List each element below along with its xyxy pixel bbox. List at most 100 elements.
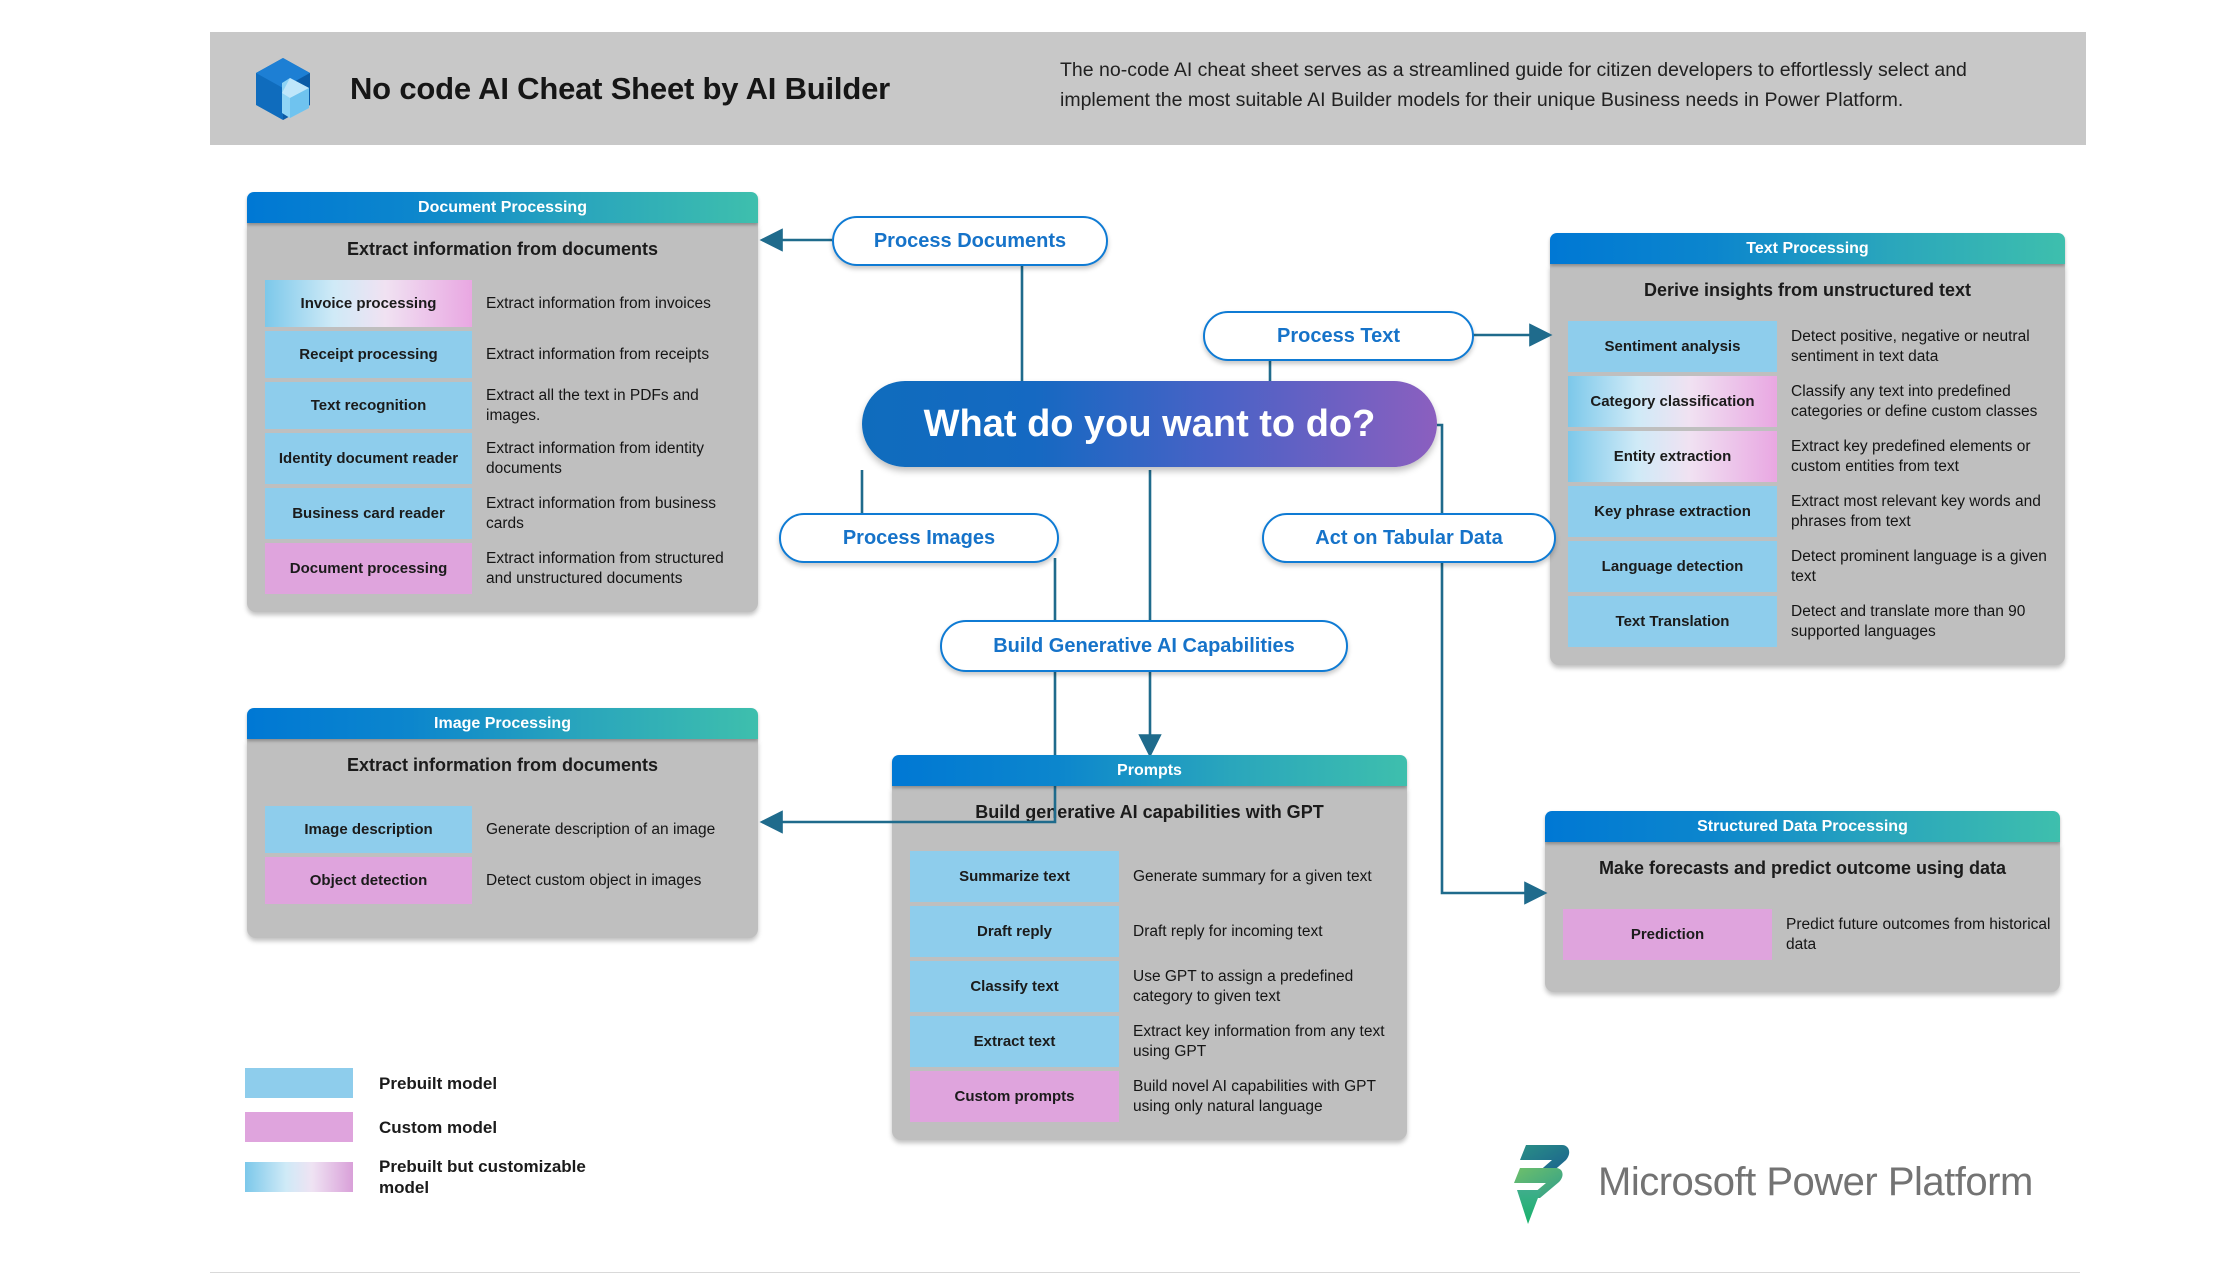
- legend-swatch-custom: [245, 1112, 353, 1142]
- model-chip[interactable]: Object detection: [265, 857, 472, 904]
- table-row[interactable]: Sentiment analysis Detect positive, nega…: [1550, 321, 2065, 372]
- legend-label: Custom model: [379, 1117, 498, 1137]
- table-row[interactable]: Summarize text Generate summary for a gi…: [892, 851, 1407, 902]
- legend-swatch-mixed: [245, 1162, 353, 1192]
- model-chip[interactable]: Prediction: [1563, 909, 1772, 960]
- table-row[interactable]: Classify text Use GPT to assign a predef…: [892, 961, 1407, 1012]
- legend-label: Prebuilt but customizable model: [379, 1157, 586, 1197]
- table-row[interactable]: Business card reader Extract information…: [247, 488, 758, 539]
- model-chip[interactable]: Receipt processing: [265, 331, 472, 378]
- panel-title: Text Processing: [1550, 233, 2065, 264]
- model-description: Extract most relevant key words and phra…: [1791, 492, 2041, 530]
- central-question-hub[interactable]: What do you want to do?: [862, 381, 1437, 467]
- model-chip[interactable]: Category classification: [1568, 376, 1777, 427]
- model-chip[interactable]: Document processing: [265, 543, 472, 594]
- model-chip[interactable]: Draft reply: [910, 906, 1119, 957]
- model-chip[interactable]: Text recognition: [265, 382, 472, 429]
- model-chip[interactable]: Classify text: [910, 961, 1119, 1012]
- panel-title: Prompts: [892, 755, 1407, 786]
- model-row-list: Invoice processing Extract information f…: [247, 280, 758, 594]
- model-description: Generate description of an image: [486, 820, 716, 838]
- panel-document-processing: Document Processing Extract information …: [247, 192, 758, 612]
- panel-structured-data-processing: Structured Data Processing Make forecast…: [1545, 811, 2060, 992]
- ai-builder-logo-icon: [256, 57, 310, 120]
- panel-body: Build generative AI capabilities with GP…: [892, 786, 1407, 1140]
- model-description: Detect positive, negative or neutral sen…: [1791, 327, 2030, 365]
- power-platform-wordmark: Microsoft Power Platform: [1598, 1160, 2033, 1204]
- model-description: Extract information from receipts: [486, 345, 710, 363]
- table-row[interactable]: Identity document reader Extract informa…: [247, 433, 758, 484]
- model-row-list: Prediction Predict future outcomes from …: [1545, 909, 2060, 960]
- panel-subtitle: Build generative AI capabilities with GP…: [975, 802, 1324, 822]
- model-description: Extract information from structured and …: [486, 549, 724, 587]
- pill-process-images[interactable]: Process Images: [779, 513, 1059, 563]
- table-row[interactable]: Custom prompts Build novel AI capabiliti…: [892, 1071, 1407, 1122]
- model-description: Detect and translate more than 90 suppor…: [1791, 602, 2026, 640]
- model-description: Use GPT to assign a predefined category …: [1133, 967, 1354, 1005]
- model-description: Extract information from invoices: [486, 294, 711, 312]
- model-chip[interactable]: Sentiment analysis: [1568, 321, 1777, 372]
- model-description: Extract all the text in PDFs and images.: [486, 386, 699, 424]
- table-row[interactable]: Text Translation Detect and translate mo…: [1550, 596, 2065, 647]
- model-chip[interactable]: Summarize text: [910, 851, 1119, 902]
- panel-image-processing: Image Processing Extract information fro…: [247, 708, 758, 938]
- header-description: The no-code AI cheat sheet serves as a s…: [1060, 59, 1967, 111]
- model-description: Generate summary for a given text: [1133, 867, 1372, 885]
- table-row[interactable]: Document processing Extract information …: [247, 543, 758, 594]
- model-chip[interactable]: Business card reader: [265, 488, 472, 539]
- table-row[interactable]: Invoice processing Extract information f…: [247, 280, 758, 327]
- model-description: Extract information from identity docume…: [486, 439, 704, 477]
- model-chip[interactable]: Entity extraction: [1568, 431, 1777, 482]
- panel-subtitle: Derive insights from unstructured text: [1643, 280, 1972, 300]
- table-row[interactable]: Entity extraction Extract key predefined…: [1550, 431, 2065, 482]
- model-chip[interactable]: Language detection: [1568, 541, 1777, 592]
- model-description: Extract information from business cards: [486, 494, 717, 532]
- table-row[interactable]: Key phrase extraction Extract most relev…: [1550, 486, 2065, 537]
- pill-act-on-tabular-data[interactable]: Act on Tabular Data: [1262, 513, 1556, 563]
- model-description: Detect custom object in images: [486, 871, 702, 889]
- model-chip[interactable]: Identity document reader: [265, 433, 472, 484]
- panel-body: Extract information from documents Image…: [247, 739, 758, 938]
- model-description: Extract key predefined elements or custo…: [1791, 437, 2031, 475]
- model-description: Predict future outcomes from historical …: [1786, 915, 2051, 953]
- model-chip[interactable]: Key phrase extraction: [1568, 486, 1777, 537]
- table-row[interactable]: Image description Generate description o…: [247, 806, 758, 853]
- legend-label: Prebuilt model: [379, 1073, 498, 1093]
- model-description: Build novel AI capabilities with GPT usi…: [1133, 1077, 1376, 1115]
- pill-process-documents[interactable]: Process Documents: [832, 216, 1108, 266]
- table-row[interactable]: Text recognition Extract all the text in…: [247, 382, 758, 429]
- model-chip[interactable]: Invoice processing: [265, 280, 472, 327]
- model-row-list: Image description Generate description o…: [247, 806, 758, 904]
- panel-text-processing: Text Processing Derive insights from uns…: [1550, 233, 2065, 665]
- panel-title: Structured Data Processing: [1545, 811, 2060, 842]
- pill-process-text[interactable]: Process Text: [1203, 311, 1474, 361]
- panel-prompts: Prompts Build generative AI capabilities…: [892, 755, 1407, 1140]
- panel-subtitle: Extract information from documents: [346, 755, 659, 775]
- legend-swatch-prebuilt: [245, 1068, 353, 1098]
- table-row[interactable]: Prediction Predict future outcomes from …: [1545, 909, 2060, 960]
- model-chip[interactable]: Custom prompts: [910, 1071, 1119, 1122]
- model-chip[interactable]: Text Translation: [1568, 596, 1777, 647]
- table-row[interactable]: Receipt processing Extract information f…: [247, 331, 758, 378]
- legend: Prebuilt model Custom model Prebuilt but…: [245, 1068, 665, 1212]
- model-description: Classify any text into predefined catego…: [1791, 382, 2038, 420]
- panel-title: Document Processing: [247, 192, 758, 223]
- table-row[interactable]: Object detection Detect custom object in…: [247, 857, 758, 904]
- pill-build-generative-ai[interactable]: Build Generative AI Capabilities: [940, 620, 1348, 672]
- table-row[interactable]: Language detection Detect prominent lang…: [1550, 541, 2065, 592]
- model-chip[interactable]: Image description: [265, 806, 472, 853]
- model-chip[interactable]: Extract text: [910, 1016, 1119, 1067]
- table-row[interactable]: Extract text Extract key information fro…: [892, 1016, 1407, 1067]
- power-platform-branding: Microsoft Power Platform: [1510, 1140, 2033, 1225]
- panel-body: Make forecasts and predict outcome using…: [1545, 842, 2060, 992]
- model-row-list: Sentiment analysis Detect positive, nega…: [1550, 321, 2065, 647]
- header-band: No code AI Cheat Sheet by AI Builder: [210, 32, 2086, 145]
- table-row[interactable]: Draft reply Draft reply for incoming tex…: [892, 906, 1407, 957]
- power-platform-logo-icon: [1514, 1145, 1570, 1224]
- legend-item: Custom model: [245, 1112, 665, 1142]
- panel-subtitle: Make forecasts and predict outcome using…: [1598, 858, 2007, 878]
- model-description: Draft reply for incoming text: [1133, 922, 1323, 940]
- table-row[interactable]: Category classification Classify any tex…: [1550, 376, 2065, 427]
- model-row-list: Summarize text Generate summary for a gi…: [892, 851, 1407, 1122]
- panel-body: Derive insights from unstructured text S…: [1550, 264, 2065, 665]
